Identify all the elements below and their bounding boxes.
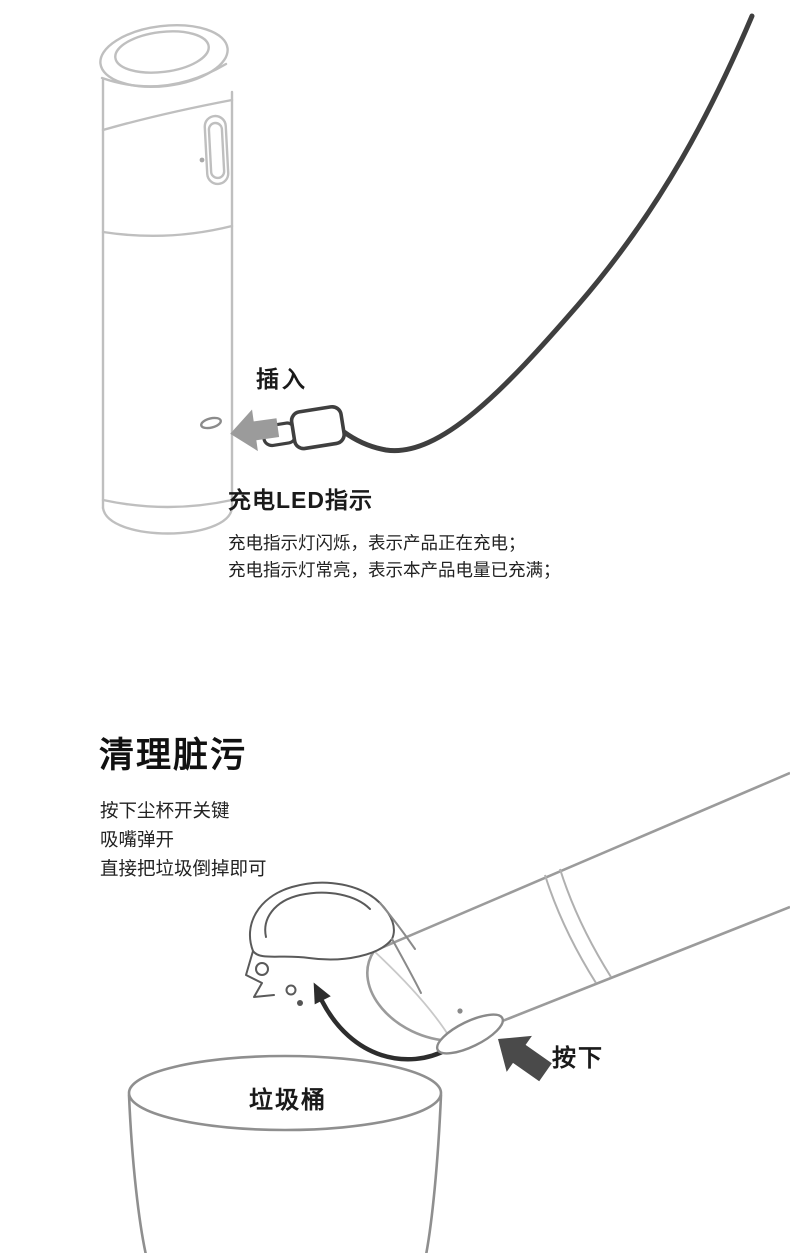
cleaning-step-3: 直接把垃圾倒掉即可 — [100, 858, 267, 879]
insert-label: 插入 — [256, 366, 308, 392]
open-nozzle-flap-drawing — [245, 881, 422, 1006]
charging-cable — [341, 13, 755, 454]
led-line-1: 充电指示灯闪烁，表示产品正在充电； — [228, 533, 526, 553]
led-indicator-description: 充电指示灯闪烁，表示产品正在充电； 充电指示灯常亮，表示本产品电量已充满； — [228, 530, 561, 584]
cleaning-illustration — [127, 771, 790, 1253]
insert-arrow-icon — [230, 409, 280, 452]
vacuum-device-drawing — [99, 24, 234, 535]
vacuum-tube-drawing — [366, 771, 790, 1043]
trash-bin-drawing — [127, 1054, 443, 1253]
flip-open-arrow-icon — [313, 982, 451, 1062]
cleaning-step-2: 吸嘴弹开 — [100, 829, 175, 850]
bin-label: 垃圾桶 — [249, 1087, 327, 1114]
charging-illustration — [99, 13, 755, 535]
charging-port — [200, 416, 222, 430]
press-arrow-icon — [498, 1035, 552, 1082]
cleaning-heading: 清理脏污 — [99, 736, 248, 775]
dust-cup-button-drawing — [435, 1008, 505, 1055]
led-indicator-heading: 充电LED指示 — [228, 487, 373, 513]
cleaning-step-1: 按下尘杯开关键 — [100, 800, 230, 821]
led-line-2: 充电指示灯常亮，表示本产品电量已充满； — [228, 560, 561, 580]
cleaning-steps: 按下尘杯开关键 吸嘴弹开 直接把垃圾倒掉即可 — [100, 796, 267, 883]
press-label: 按下 — [552, 1045, 604, 1072]
